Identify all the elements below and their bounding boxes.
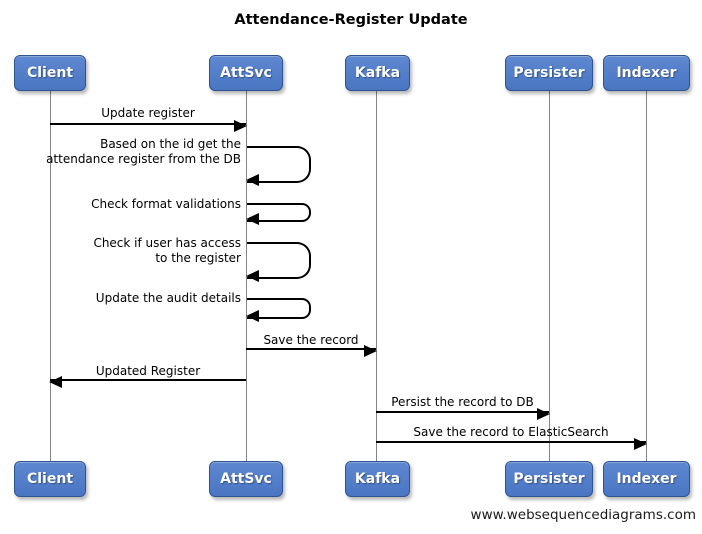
actor-indexer-top: Indexer [603, 55, 690, 91]
diagram-title: Attendance-Register Update [234, 12, 468, 28]
message-2-self-loop [246, 146, 311, 186]
message-6-label: Save the record [263, 333, 359, 347]
message-3-label: Check format validations [91, 197, 241, 211]
message-7-line [49, 376, 246, 388]
actor-client-bottom: Client [14, 461, 86, 497]
lifeline-kafka [376, 91, 377, 461]
arrowhead-left-icon [246, 310, 259, 322]
actor-client-top: Client [14, 55, 86, 91]
message-5-label: Update the audit details [95, 291, 241, 305]
arrowhead-right-icon [634, 438, 647, 450]
arrowhead-left-icon [246, 270, 259, 282]
actor-persister-bottom: Persister [505, 461, 593, 497]
arrowhead-right-icon [234, 120, 247, 132]
message-8-label: Persist the record to DB [391, 395, 534, 409]
lifeline-indexer [646, 91, 647, 461]
message-1-line [50, 120, 247, 132]
actor-indexer-bottom: Indexer [603, 461, 690, 497]
message-9-label: Save the record to ElasticSearch [413, 425, 609, 439]
message-3-self-loop [246, 203, 311, 225]
arrowhead-right-icon [364, 345, 377, 357]
message-8-line [376, 408, 550, 420]
message-4-label: Check if user has access to the register [93, 236, 241, 265]
message-1-label: Update register [101, 106, 195, 120]
arrowhead-right-icon [537, 408, 550, 420]
actor-kafka-bottom: Kafka [345, 461, 410, 497]
actor-persister-top: Persister [505, 55, 593, 91]
actor-attsvc-top: AttSvc [209, 55, 283, 91]
message-9-line [376, 438, 647, 450]
actor-attsvc-bottom: AttSvc [209, 461, 283, 497]
watermark-url: www.websequencediagrams.com [470, 507, 696, 523]
message-6-line [246, 345, 377, 357]
message-7-label: Updated Register [95, 364, 201, 378]
lifeline-persister [549, 91, 550, 461]
arrowhead-left-icon [49, 376, 62, 388]
lifeline-client [50, 91, 51, 461]
actor-kafka-top: Kafka [345, 55, 410, 91]
arrowhead-left-icon [246, 174, 259, 186]
message-2-label: Based on the id get the attendance regis… [46, 137, 241, 166]
message-4-self-loop [246, 242, 311, 282]
arrowhead-left-icon [246, 213, 259, 225]
message-5-self-loop [246, 298, 311, 322]
